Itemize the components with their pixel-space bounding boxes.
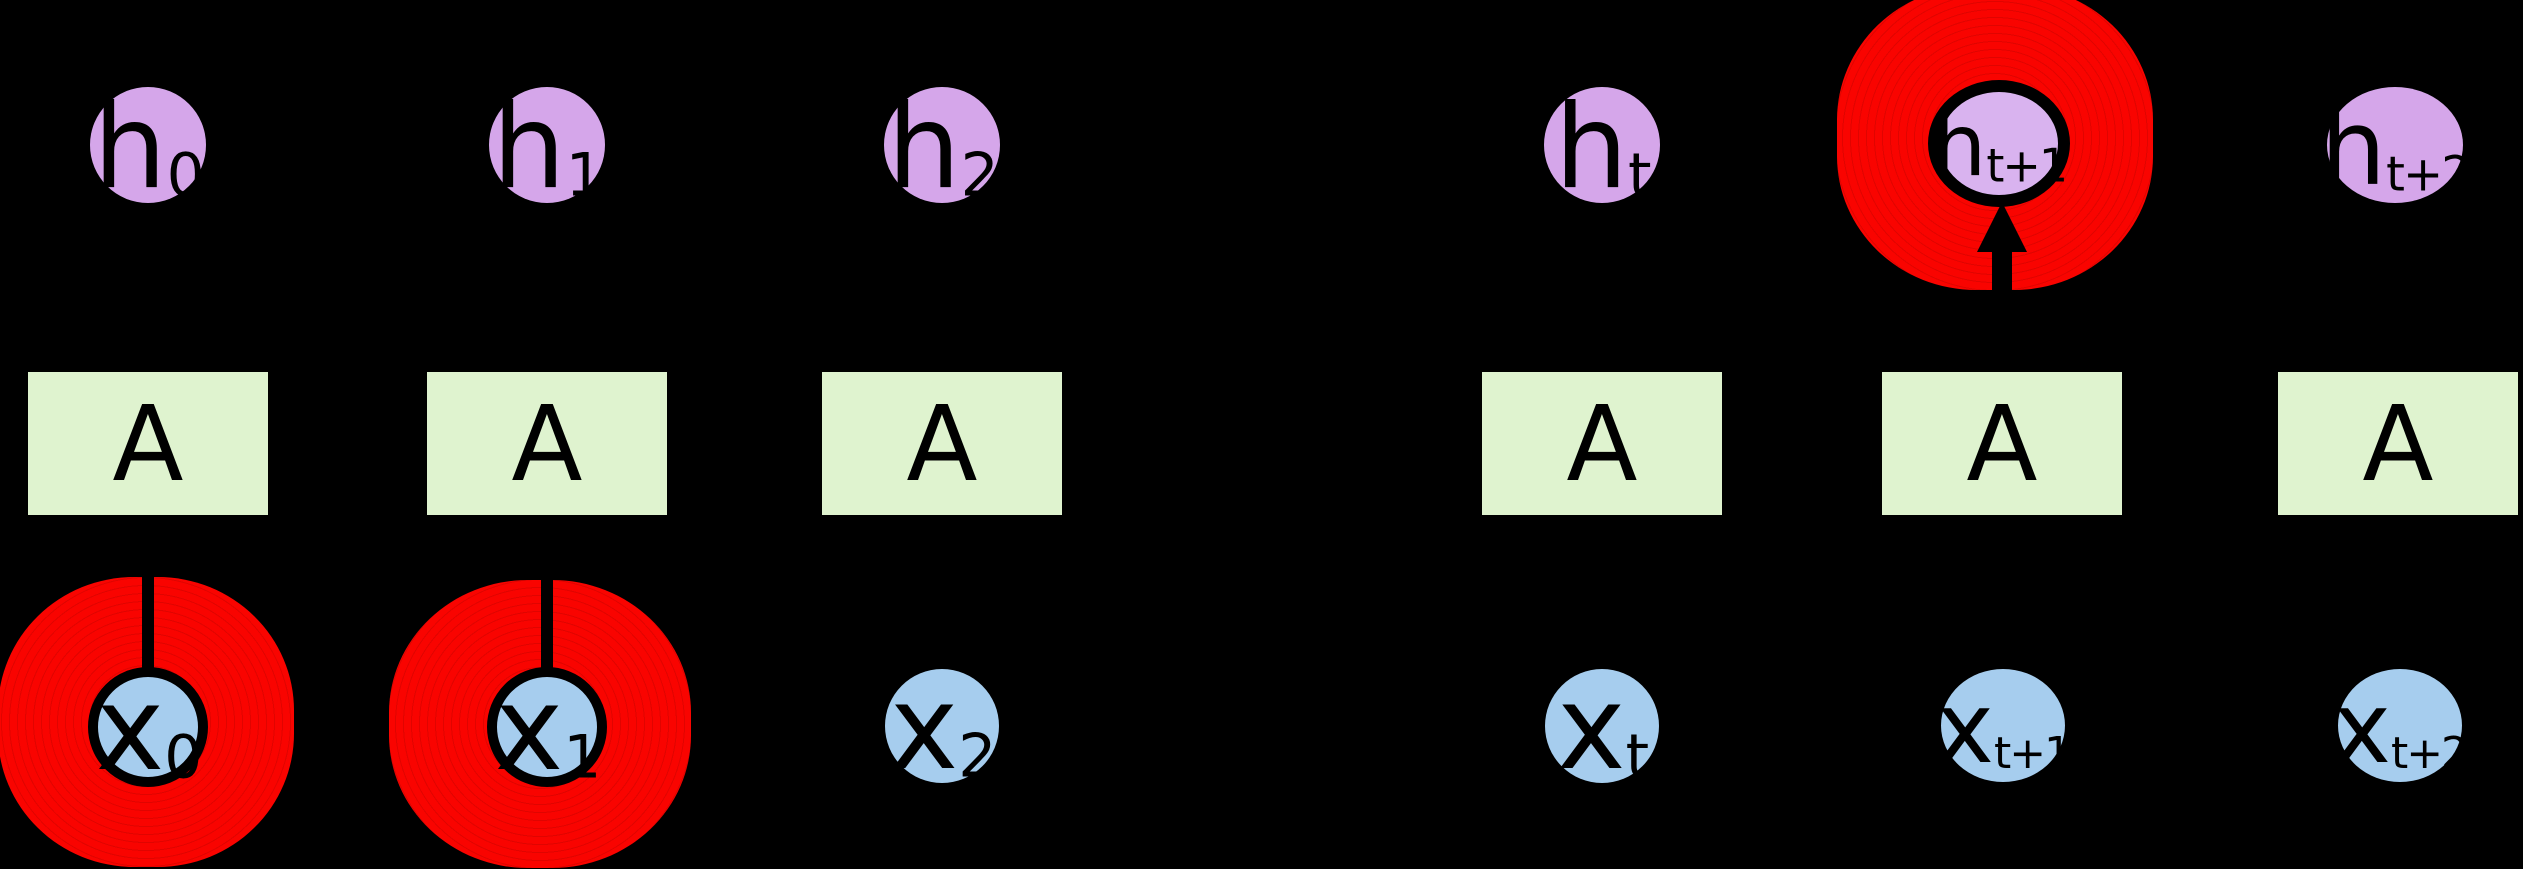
hidden-node-h0: h0 <box>90 79 206 215</box>
connector-a1-x1 <box>541 512 553 670</box>
hidden-node-label: ht+1 <box>1931 96 2068 197</box>
hidden-node-h1: h1 <box>489 79 605 215</box>
block-label: A <box>1566 382 1638 505</box>
block-label: A <box>1966 382 2038 505</box>
connector-at-xt <box>1596 512 1608 670</box>
hidden-node-ht1-highlighted: ht+1 <box>1928 80 2070 207</box>
block-a-t2: A <box>2278 372 2518 515</box>
input-node-x1-highlighted: x1 <box>487 667 607 787</box>
input-node-xt: xt <box>1545 660 1659 796</box>
connector-at-ht <box>1596 204 1608 372</box>
block-a-0: A <box>28 372 268 515</box>
input-node-label: xt+2 <box>2332 672 2469 787</box>
hidden-node-label: h1 <box>492 79 604 215</box>
input-node-label: x0 <box>95 661 203 797</box>
hidden-node-label: ht+2 <box>2320 86 2471 209</box>
hidden-node-ht2: ht+2 <box>2320 87 2472 203</box>
connector-at2-xt2 <box>2392 512 2404 670</box>
hidden-node-label: h2 <box>887 79 999 215</box>
input-node-x0-highlighted: x0 <box>88 667 208 787</box>
block-label: A <box>112 382 184 505</box>
input-node-xt2: xt+2 <box>2333 669 2469 782</box>
connector-a1-h1 <box>541 204 553 372</box>
block-a-2: A <box>822 372 1062 515</box>
hidden-node-ht: ht <box>1544 79 1660 215</box>
block-label: A <box>511 382 583 505</box>
arrow-head-h-t1 <box>1977 202 2027 252</box>
connector-a2-x2 <box>936 512 948 670</box>
input-node-label: x2 <box>889 660 997 796</box>
arrow-shaft-h-t1 <box>1992 248 2012 372</box>
connector-a0-x0 <box>142 512 154 670</box>
block-a-1: A <box>427 372 667 515</box>
connector-at2-ht2 <box>2392 204 2404 372</box>
hidden-node-h2: h2 <box>884 79 1000 215</box>
hidden-node-label: ht <box>1554 79 1651 215</box>
input-node-label: xt+1 <box>1935 672 2072 787</box>
input-node-label: x1 <box>494 661 602 797</box>
connector-a2-h2 <box>936 204 948 372</box>
connector-at1-xt1 <box>1996 512 2008 670</box>
connector-a0-h0 <box>142 204 154 372</box>
block-label: A <box>906 382 978 505</box>
input-node-x2: x2 <box>885 660 999 796</box>
input-node-label: xt <box>1556 660 1649 796</box>
hidden-node-label: h0 <box>93 79 205 215</box>
block-a-t: A <box>1482 372 1722 515</box>
input-node-xt1: xt+1 <box>1936 669 2072 782</box>
block-a-t1: A <box>1882 372 2122 515</box>
block-label: A <box>2362 382 2434 505</box>
highlight-marker-x1 <box>389 580 691 868</box>
